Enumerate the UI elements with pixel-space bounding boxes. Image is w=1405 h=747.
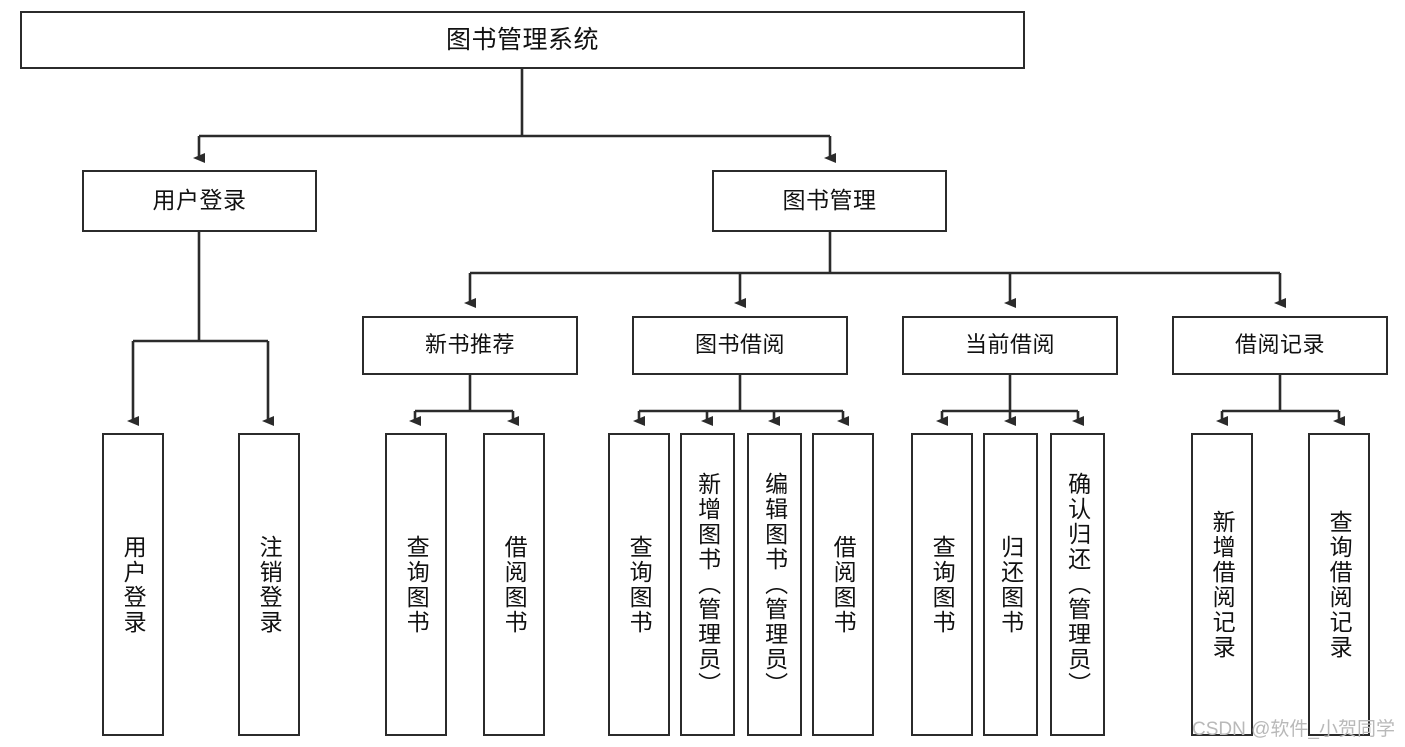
leaf-confirm-return[interactable]: 确认归还（管理员）: [1050, 433, 1105, 736]
node-borrow-record[interactable]: 借阅记录: [1172, 316, 1388, 375]
node-label: 编辑图书（管理员）: [761, 472, 788, 697]
node-root-system[interactable]: 图书管理系统: [20, 11, 1025, 69]
leaf-add-book[interactable]: 新增图书（管理员）: [680, 433, 735, 736]
node-label: 用户登录: [152, 187, 247, 214]
node-label: 图书借阅: [694, 332, 785, 358]
leaf-logout-login[interactable]: 注销登录: [238, 433, 300, 736]
node-book-manage[interactable]: 图书管理: [712, 170, 947, 232]
leaf-user-login[interactable]: 用户登录: [102, 433, 164, 736]
leaf-edit-book[interactable]: 编辑图书（管理员）: [747, 433, 802, 736]
node-user-login[interactable]: 用户登录: [82, 170, 317, 232]
node-label: 注销登录: [256, 534, 283, 635]
node-label: 图书管理系统: [445, 26, 599, 54]
node-label: 借阅图书: [830, 534, 857, 635]
node-label: 图书管理: [782, 187, 877, 214]
node-label: 借阅记录: [1234, 332, 1325, 358]
node-label: 当前借阅: [964, 332, 1055, 358]
node-label: 查询图书: [403, 534, 430, 635]
node-label: 查询图书: [626, 534, 653, 635]
node-current-borrow[interactable]: 当前借阅: [902, 316, 1118, 375]
node-label: 新增借阅记录: [1209, 509, 1236, 660]
leaf-query-book-1[interactable]: 查询图书: [385, 433, 447, 736]
node-label: 用户登录: [120, 534, 147, 635]
node-label: 查询图书: [929, 534, 956, 635]
leaf-query-book-3[interactable]: 查询图书: [911, 433, 973, 736]
leaf-borrow-book-2[interactable]: 借阅图书: [812, 433, 874, 736]
node-label: 归还图书: [997, 534, 1024, 635]
leaf-query-record[interactable]: 查询借阅记录: [1308, 433, 1370, 736]
leaf-borrow-book-1[interactable]: 借阅图书: [483, 433, 545, 736]
leaf-return-book[interactable]: 归还图书: [983, 433, 1038, 736]
leaf-add-record[interactable]: 新增借阅记录: [1191, 433, 1253, 736]
node-label: 新书推荐: [424, 332, 515, 358]
node-label: 确认归还（管理员）: [1064, 472, 1091, 697]
node-book-borrow[interactable]: 图书借阅: [632, 316, 848, 375]
node-label: 新增图书（管理员）: [694, 472, 721, 697]
node-label: 借阅图书: [501, 534, 528, 635]
leaf-query-book-2[interactable]: 查询图书: [608, 433, 670, 736]
node-label: 查询借阅记录: [1326, 509, 1353, 660]
node-new-book-recommend[interactable]: 新书推荐: [362, 316, 578, 375]
